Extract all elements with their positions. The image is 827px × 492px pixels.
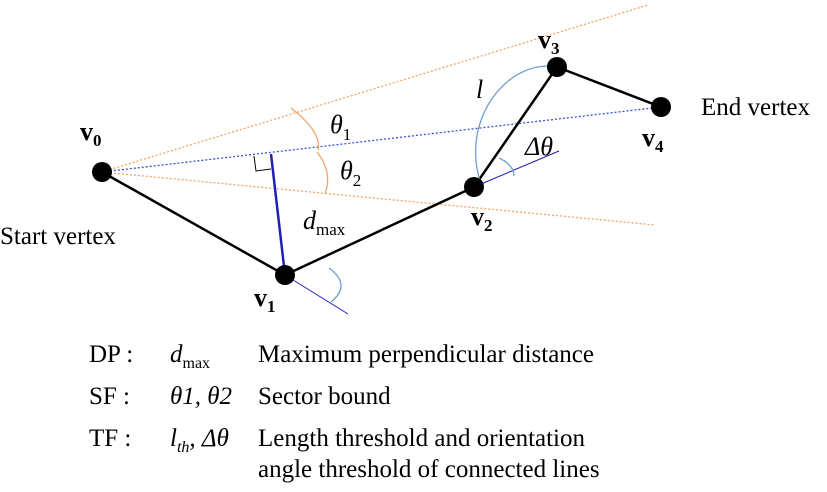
label-v2: v2 xyxy=(471,202,493,235)
v1-angle-arc xyxy=(328,267,342,303)
theta1-label: θ1 xyxy=(330,110,351,144)
sector-upper-line xyxy=(101,4,649,173)
right-angle-marker xyxy=(253,155,272,172)
length-arc xyxy=(475,65,558,185)
vertex-v1 xyxy=(275,265,295,285)
delta-theta-arc xyxy=(498,157,515,177)
legend-sf-desc: Sector bound xyxy=(258,383,391,410)
theta1-arc xyxy=(290,107,320,151)
v1-extension xyxy=(284,274,349,315)
start-end-chord xyxy=(101,106,662,173)
vertex-v0 xyxy=(92,162,112,182)
vertex-v3 xyxy=(547,57,567,77)
legend-sf-symbol: θ1, θ2 xyxy=(170,383,233,410)
legend-tf-symbol: lth, Δθ xyxy=(170,425,229,456)
v2-extension xyxy=(473,150,560,188)
legend-tf-desc: Length threshold and orientation xyxy=(258,425,586,452)
sector-lower-line xyxy=(101,171,656,226)
legend-tf-key: TF : xyxy=(89,425,132,452)
vertex-v4 xyxy=(651,97,671,117)
length-label: l xyxy=(476,75,483,104)
theta2-arc xyxy=(316,151,329,195)
theta2-label: θ2 xyxy=(340,156,361,190)
label-v1: v1 xyxy=(254,283,276,316)
legend-tf-desc-line2: angle threshold of connected lines xyxy=(258,456,600,483)
legend-dp-symbol: dmax xyxy=(170,341,211,372)
dmax-perpendicular xyxy=(269,153,287,276)
label-v4: v4 xyxy=(642,123,664,156)
legend-sf-key: SF : xyxy=(89,383,131,410)
label-v3: v3 xyxy=(538,25,560,58)
delta-theta-label: Δθ xyxy=(524,132,553,161)
legend-dp-key: DP : xyxy=(89,341,134,368)
label-v0: v0 xyxy=(80,117,102,150)
start-vertex-label: Start vertex xyxy=(0,223,116,250)
legend-dp-desc: Maximum perpendicular distance xyxy=(258,341,594,368)
vertex-v2 xyxy=(464,177,484,197)
end-vertex-label: End vertex xyxy=(701,94,810,121)
dmax-label: dmax xyxy=(303,206,346,239)
